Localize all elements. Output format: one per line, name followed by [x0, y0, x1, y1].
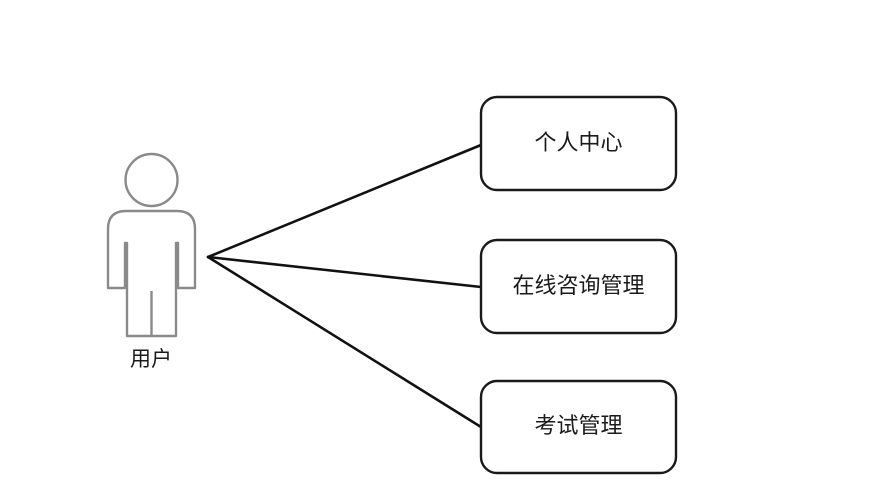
use-case-node-3[interactable]: 考试管理 [479, 379, 678, 475]
use-case-node-1[interactable]: 个人中心 [479, 95, 678, 192]
use-case-box-2[interactable] [479, 238, 678, 335]
use-case-label-3: 考试管理 [534, 413, 622, 438]
use-case-box-1[interactable] [479, 95, 678, 192]
association-line-1[interactable] [206, 143, 483, 259]
actor-label: 用户 [130, 347, 172, 371]
association-line-2[interactable] [206, 255, 483, 289]
actor-user[interactable]: 用户 [106, 152, 197, 371]
use-case-node-2[interactable]: 在线咨询管理 [479, 238, 678, 335]
actor-body-icon [106, 209, 197, 338]
use-case-box-3[interactable] [479, 379, 678, 475]
use-case-label-2: 在线咨询管理 [512, 273, 644, 298]
association-line-3[interactable] [206, 255, 483, 429]
actor-head-icon [124, 152, 179, 208]
use-case-label-1: 个人中心 [534, 130, 622, 155]
association-lines [206, 143, 483, 429]
